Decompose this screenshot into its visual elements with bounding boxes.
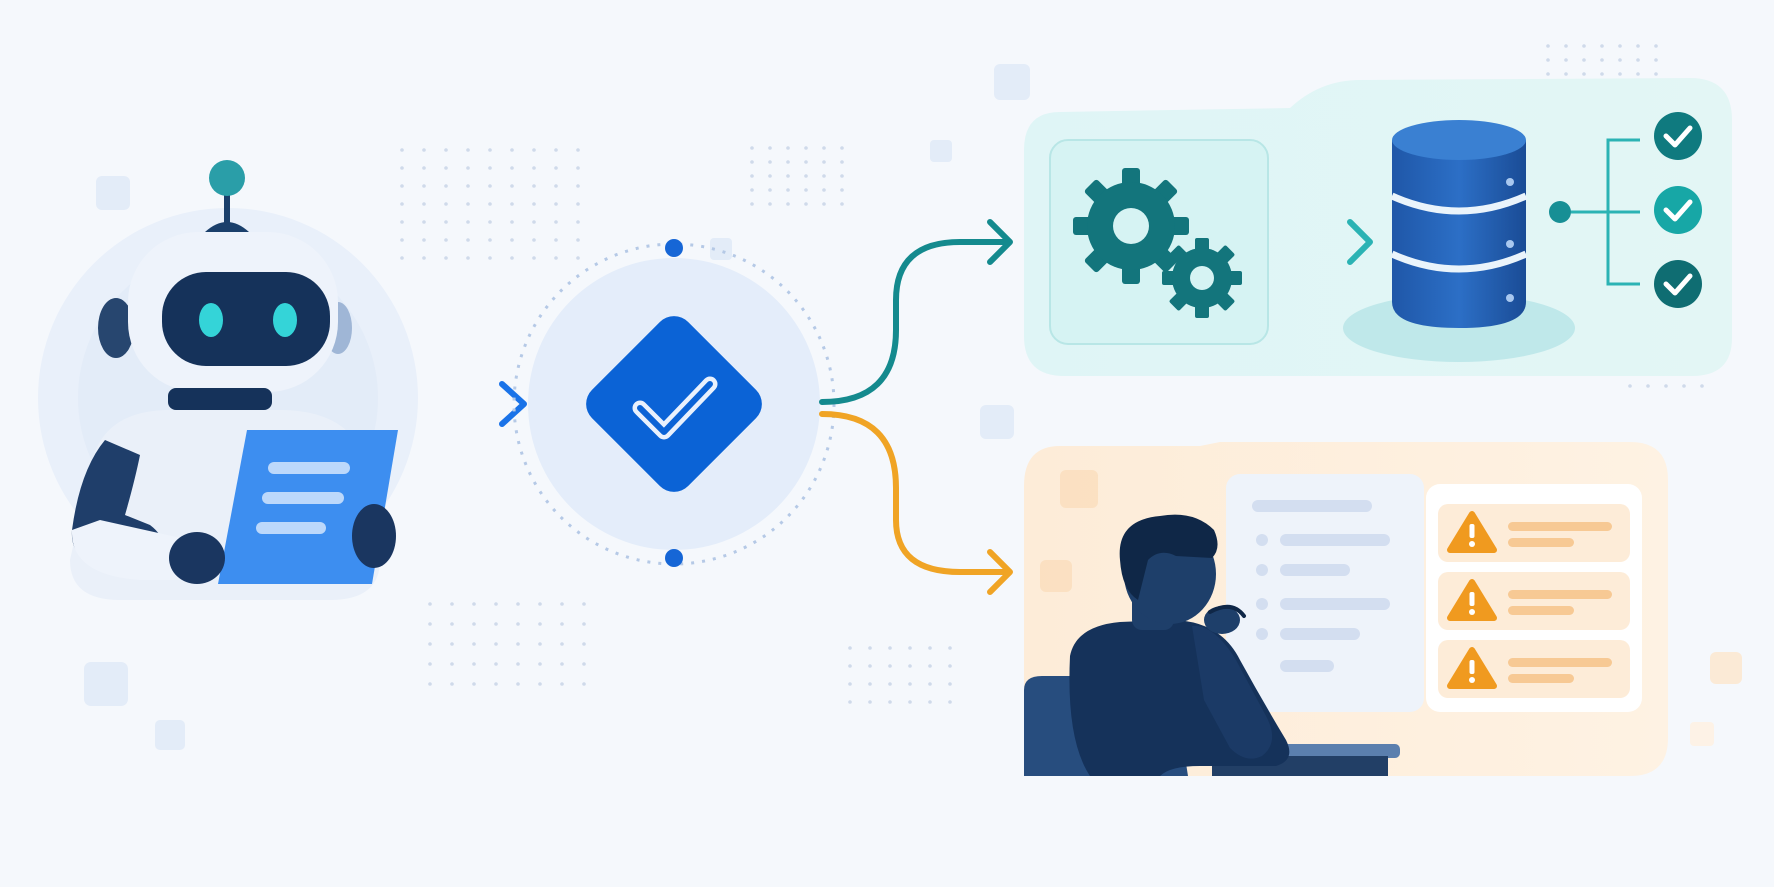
check-circle-icon: [1654, 260, 1702, 308]
edge-agent-to-validation: [345, 381, 527, 427]
robot-icon: [70, 160, 398, 600]
results-branch: [1549, 138, 1640, 286]
warning-icon: [1447, 647, 1497, 689]
person-at-desk-icon: [1024, 514, 1400, 776]
gears-icon: [1073, 168, 1242, 318]
check-circle-icon: [1654, 186, 1702, 234]
warning-row: [1438, 572, 1630, 630]
background-decorations: [84, 64, 1742, 750]
warning-row: [1438, 504, 1630, 562]
dot-grid-decorations: [400, 44, 1704, 704]
warning-icon: [1447, 511, 1497, 553]
check-circle-icon: [1654, 112, 1702, 160]
gears-to-database-arrow: [1265, 219, 1373, 265]
review-list-card: [1226, 474, 1424, 712]
edge-validation-to-automated: [819, 219, 1013, 405]
checkmark-diamond-icon: [586, 316, 762, 492]
warning-row: [1438, 640, 1630, 698]
warning-list: [1438, 504, 1630, 698]
edge-validation-to-human-review: [819, 411, 1013, 595]
warning-icon: [1447, 579, 1497, 621]
database-icon: [1343, 120, 1575, 362]
